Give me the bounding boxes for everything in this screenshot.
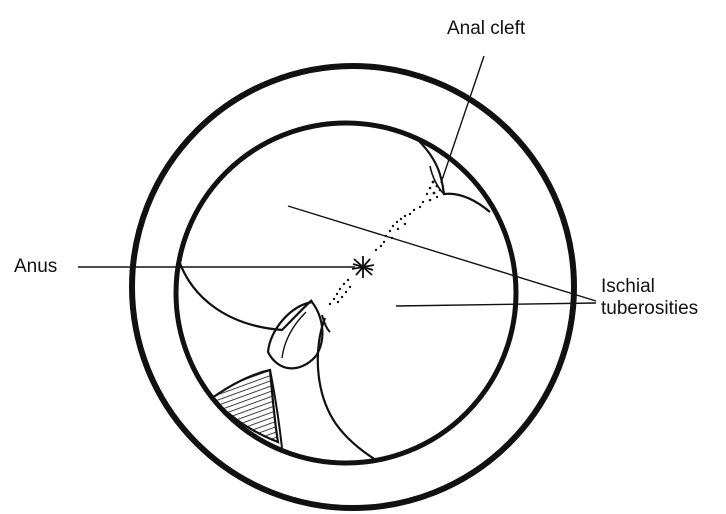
ischial-leader-upper (288, 206, 596, 301)
genital-outline (268, 302, 322, 368)
ischial-tuberosities-label: Ischial tuberosities (601, 276, 698, 320)
right-buttock-curve (318, 318, 376, 460)
anus-mark (352, 256, 374, 278)
ischial-label-line1: Ischial (601, 276, 698, 298)
ischial-label-line2: tuberosities (601, 298, 698, 320)
anal-cleft-label: Anal cleft (447, 18, 525, 40)
dotted-cleft (329, 181, 442, 306)
anal-cleft-fold (418, 140, 490, 212)
left-buttock-curve (178, 258, 312, 330)
anus-label: Anus (14, 256, 57, 278)
ischial-leader-lower (396, 303, 596, 306)
anal-cleft-leader (441, 56, 484, 183)
